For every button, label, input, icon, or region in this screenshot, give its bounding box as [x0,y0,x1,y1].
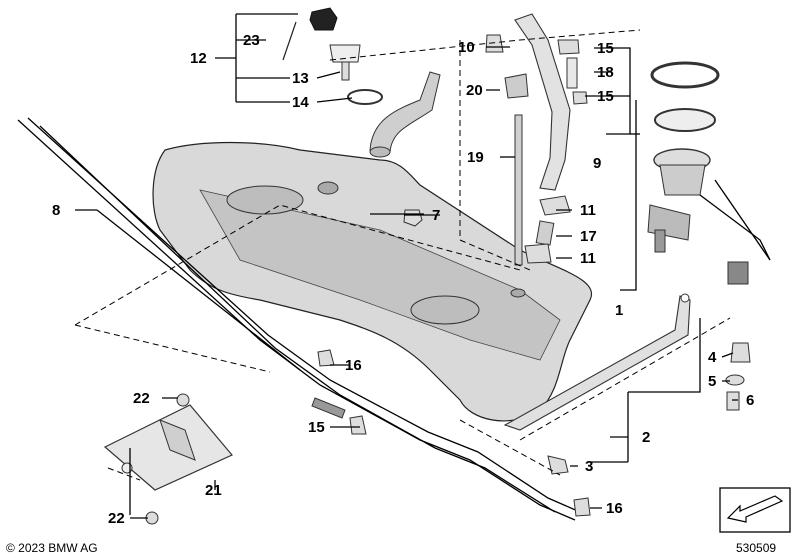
callout-10: 10 [458,39,475,56]
callout-20: 20 [466,82,483,99]
diagram-number: 530509 [736,541,777,555]
leader-lines [75,13,738,519]
group-boundary-lines [74,29,731,481]
callout-19: 19 [467,149,484,166]
callout-11a: 11 [580,202,596,219]
copyright-notice: © 2023 BMW AG [6,541,98,555]
callout-1: 1 [615,302,623,319]
callout-22b: 22 [108,510,125,527]
callout-17: 17 [580,228,597,245]
callout-11b: 11 [580,250,596,267]
callout-15c: 15 [308,419,325,436]
callout-15a: 15 [597,40,614,57]
service-cover-parts[interactable] [282,7,383,105]
callout-2: 2 [642,429,650,446]
callout-8: 8 [52,202,60,219]
tension-strap[interactable] [503,293,691,431]
callout-3: 3 [585,458,593,475]
fuel-tank[interactable] [152,71,593,422]
callout-18: 18 [597,64,614,81]
vent-tube[interactable] [514,114,523,266]
callout-13: 13 [292,70,309,87]
underbody-shield[interactable] [103,393,233,525]
callout-9: 9 [593,155,601,172]
callout-23: 23 [243,32,260,49]
callout-16b: 16 [606,500,623,517]
callout-12: 12 [190,50,207,67]
callout-5: 5 [708,373,716,390]
callout-4: 4 [708,349,717,366]
callout-6: 6 [746,392,754,409]
filler-pipe[interactable] [514,13,578,246]
callout-16a: 16 [345,357,362,374]
fuel-pump-module[interactable] [647,61,771,285]
callout-14: 14 [292,94,309,111]
callout-21: 21 [205,482,222,499]
direction-arrow-icon [719,487,791,533]
callout-15b: 15 [597,88,614,105]
callout-7: 7 [432,207,440,224]
callout-numbers: 1 2 3 4 5 6 7 8 9 10 11 11 12 13 14 15 1… [52,32,754,527]
fuel-lines[interactable] [17,117,581,521]
callout-22a: 22 [133,390,150,407]
fasteners[interactable] [317,34,751,517]
